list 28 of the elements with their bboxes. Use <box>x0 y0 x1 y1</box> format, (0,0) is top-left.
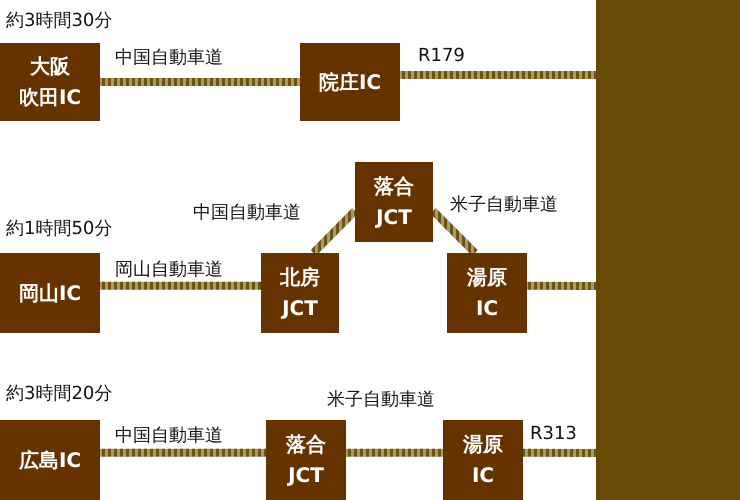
road-name: 中国自動車道 <box>115 424 223 447</box>
road-name: 岡山自動車道 <box>115 258 223 281</box>
travel-time: 約3時間20分 <box>6 382 112 405</box>
interchange-box: 広島IC <box>0 420 100 500</box>
interchange-box: 岡山IC <box>0 253 100 333</box>
panel <box>596 0 740 500</box>
road-name: 米子自動車道 <box>450 193 558 216</box>
road-line <box>526 282 596 290</box>
interchange-box: 落合JCT <box>355 162 433 242</box>
travel-time: 約1時間50分 <box>6 217 112 240</box>
interchange-box: 北房JCT <box>261 253 339 333</box>
road-line <box>100 282 261 290</box>
interchange-box: 院庄IC <box>300 43 400 121</box>
interchange-box: 落合JCT <box>266 420 346 500</box>
road-name: R179 <box>418 45 465 66</box>
road-name: 中国自動車道 <box>193 201 301 224</box>
road-line <box>100 78 300 86</box>
road-line <box>522 448 596 457</box>
road-line <box>100 448 266 457</box>
interchange-box: 湯原IC <box>443 420 523 500</box>
interchange-box: 大阪吹田IC <box>0 43 100 121</box>
road-line <box>346 448 443 457</box>
travel-time: 約3時間30分 <box>6 9 112 32</box>
interchange-box: 湯原IC <box>447 253 527 333</box>
road-line <box>400 70 596 79</box>
road-name: 米子自動車道 <box>327 388 435 411</box>
road-name: R313 <box>530 423 577 444</box>
road-name: 中国自動車道 <box>115 46 223 69</box>
